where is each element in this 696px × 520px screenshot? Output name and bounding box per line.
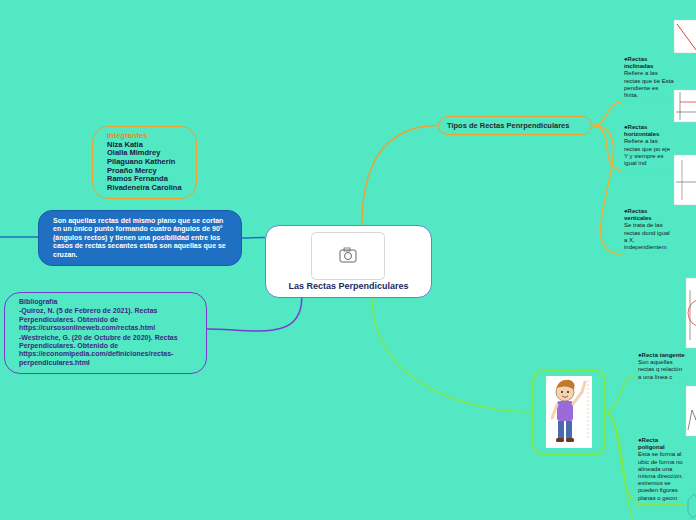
node-text: Niza Katia — [107, 141, 182, 150]
connector — [362, 126, 438, 226]
central-topic: Las Rectas Perpendiculares — [265, 225, 432, 298]
node-text: Refiere a las rectas que po eje Y y siem… — [624, 138, 674, 167]
node-text: Esta se forma al ubic de forma no alinea… — [638, 451, 686, 501]
connector — [207, 298, 302, 331]
node-heading: ●Recta tangente — [638, 352, 686, 359]
node-heading: Tipos de Rectas Penrpendiculares — [447, 121, 583, 130]
node-heading: ●Recta poligonal — [638, 437, 686, 451]
node-heading: ●Rectas verticales — [624, 208, 674, 222]
node-text: -Quiroz, N. (5 de Febrero de 2021). Rect… — [19, 307, 194, 332]
subtopic: ●Recta tangenteSon aquellas rectas q rel… — [636, 352, 686, 384]
subtopic: ●Recta poligonalEsta se forma al ubic de… — [636, 437, 686, 505]
thumbnail-images — [674, 20, 696, 518]
offscreen-branch — [0, 236, 38, 238]
subtopic: ●Rectas verticalesSe trata de las rectas… — [622, 208, 674, 254]
node-heading: ●Rectas horizontales — [624, 124, 674, 138]
connector — [242, 237, 265, 239]
node-text: Son aquellas rectas q relación a una lín… — [638, 359, 686, 381]
members-box: IntegrantesNiza KatiaOlalla MimdreyPilag… — [92, 126, 197, 199]
node-text: Ramos Fernanda — [107, 175, 182, 184]
node-heading: Integrantes — [107, 132, 182, 141]
node-text: Olalla Mimdrey — [107, 149, 182, 158]
node-heading: Las Rectas Perpendiculares — [272, 281, 425, 291]
connector — [592, 102, 622, 125]
image-placeholder — [311, 232, 386, 281]
node-text: Proaño Mercy — [107, 167, 182, 176]
node-heading: Bibliografía — [19, 298, 194, 306]
topic-box: Tipos de Rectas Penrpendiculares — [438, 116, 592, 135]
subtopic: ●Rectas horizontalesRefiere a las rectas… — [622, 124, 674, 170]
node-text: Se trata de las rectas dond igual a X, i… — [624, 222, 674, 251]
node-text: Rivadeneira Carolina — [107, 184, 182, 193]
branch-line — [372, 297, 533, 412]
node-text: Pilaguano Katherin — [107, 158, 182, 167]
subtopic: ●Rectas inclinadasRefiere a las rectas q… — [622, 56, 674, 102]
node-text: -Westreiche, G. (20 de Octubre de 2020).… — [19, 334, 194, 368]
node-text: Refiere a las rectas que tie Esta pendie… — [624, 70, 674, 99]
bibliography-box: Bibliografía-Quiroz, N. (5 de Febrero de… — [4, 292, 207, 374]
branch-line — [605, 376, 636, 412]
node-heading: Son aquellas rectas del mismo plano que … — [53, 217, 229, 259]
child-illustration — [533, 370, 605, 455]
connector — [592, 126, 622, 171]
node-heading: ●Rectas inclinadas — [624, 56, 674, 70]
connector — [592, 126, 622, 255]
branch-line — [605, 412, 636, 520]
definition-box: Son aquellas rectas del mismo plano que … — [38, 210, 242, 266]
branch-line — [605, 412, 636, 500]
